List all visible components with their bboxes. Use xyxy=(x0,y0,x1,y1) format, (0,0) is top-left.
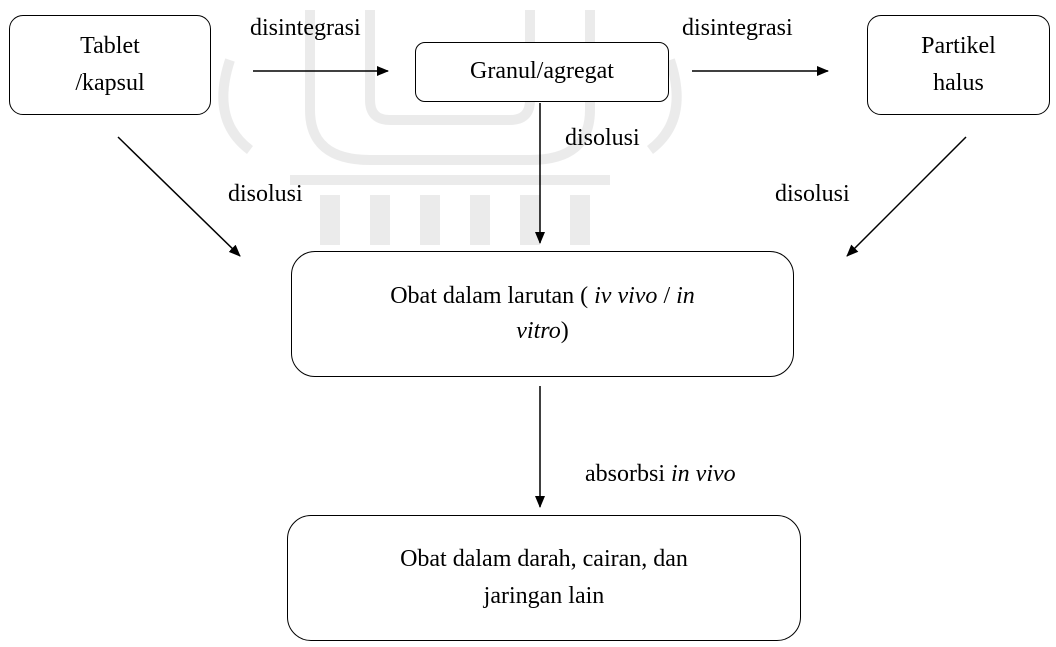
label-disolusi-left: disolusi xyxy=(228,181,303,207)
node-granul-text: Granul/agregat xyxy=(470,58,614,85)
node-partikel-halus: Partikel halus xyxy=(867,15,1050,115)
label-absorbsi-plain: absorbsi xyxy=(585,461,671,487)
arrow-partikel-to-larutan xyxy=(846,136,967,257)
node-obat-larutan: Obat dalam larutan ( iv vivo / in vitro) xyxy=(291,251,794,377)
node-obat-darah: Obat dalam darah, cairan, dan jaringan l… xyxy=(287,515,801,641)
node-partikel-line1: Partikel xyxy=(921,32,996,59)
node-larutan-italic1: iv vivo xyxy=(594,283,658,310)
node-larutan-italic3: vitro xyxy=(516,318,561,344)
node-darah-line2: jaringan lain xyxy=(483,583,605,609)
label-disolusi-center: disolusi xyxy=(565,125,640,151)
node-tablet-line2: /kapsul xyxy=(75,70,145,96)
label-disintegrasi-right: disintegrasi xyxy=(682,15,793,41)
label-disintegrasi-left: disintegrasi xyxy=(250,15,361,41)
node-larutan-part1: Obat dalam larutan ( xyxy=(390,283,595,310)
node-tablet-kapsul: Tablet /kapsul xyxy=(9,15,211,115)
node-granul-agregat: Granul/agregat xyxy=(415,42,669,102)
label-absorbsi: absorbsi in vivo xyxy=(585,462,736,486)
node-partikel-line2: halus xyxy=(933,70,984,96)
node-tablet-line1: Tablet xyxy=(80,32,140,59)
node-darah-line1: Obat dalam darah, cairan, dan xyxy=(400,545,688,572)
label-absorbsi-italic: in vivo xyxy=(671,461,736,487)
node-larutan-part2: / xyxy=(657,283,677,310)
node-larutan-italic2: in xyxy=(676,283,695,310)
node-larutan-part3: ) xyxy=(560,318,569,344)
arrow-tablet-to-larutan xyxy=(117,136,241,257)
label-disolusi-right: disolusi xyxy=(775,181,850,207)
